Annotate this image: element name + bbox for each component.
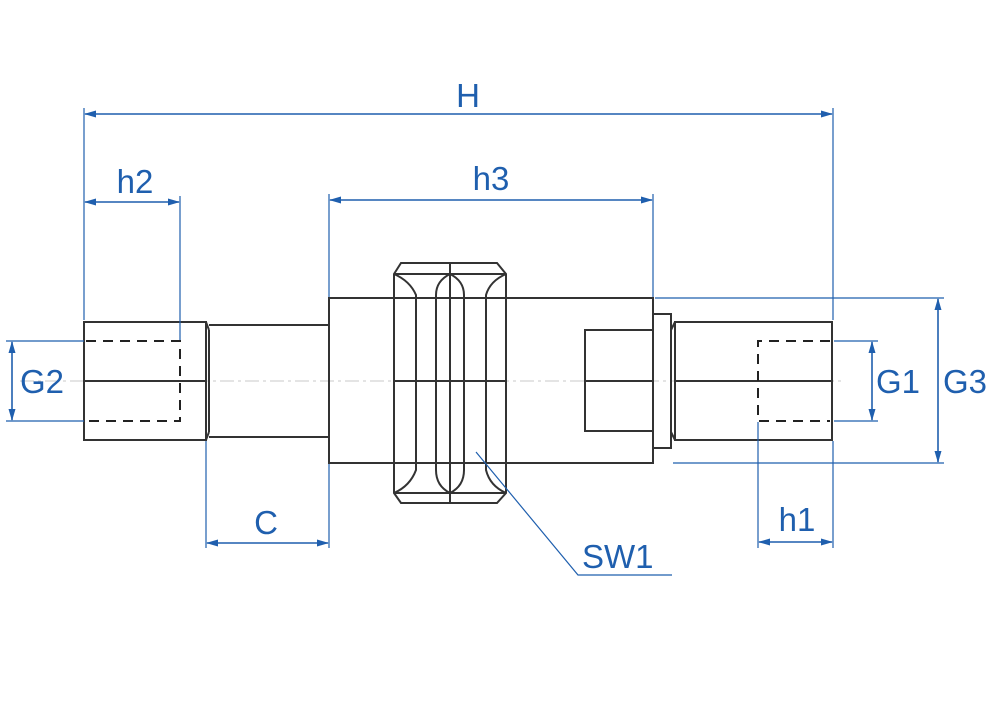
dimension-C: C — [205, 441, 330, 548]
right-hex-fitting — [670, 321, 833, 441]
dimension-label-h2: h2 — [117, 163, 154, 200]
dimension-label-C: C — [254, 504, 278, 541]
dimension-label-G1: G1 — [876, 363, 920, 400]
dimension-G3: G3 — [655, 297, 987, 464]
hex-nut — [393, 262, 507, 504]
hidden-thread-bores — [86, 340, 830, 422]
part-outline — [20, 262, 845, 504]
dimension-label-h3: h3 — [473, 160, 510, 197]
dimensions: H h2 h3 C h1 — [6, 77, 987, 576]
dimension-h3: h3 — [328, 160, 654, 297]
dimension-H: H — [83, 77, 834, 320]
dimension-h2: h2 — [84, 163, 181, 340]
dimension-label-G2: G2 — [20, 363, 64, 400]
stem — [209, 324, 329, 438]
leader-SW1: SW1 — [475, 451, 672, 576]
dimension-G2: G2 — [6, 340, 84, 422]
dimension-label-H: H — [456, 77, 480, 114]
leader-label-SW1: SW1 — [582, 538, 654, 575]
dimension-h1: h1 — [757, 422, 834, 548]
dimension-G1: G1 — [834, 340, 920, 422]
dimension-label-h1: h1 — [779, 501, 816, 538]
dimension-label-G3: G3 — [943, 363, 987, 400]
left-hex-fitting — [83, 321, 210, 441]
